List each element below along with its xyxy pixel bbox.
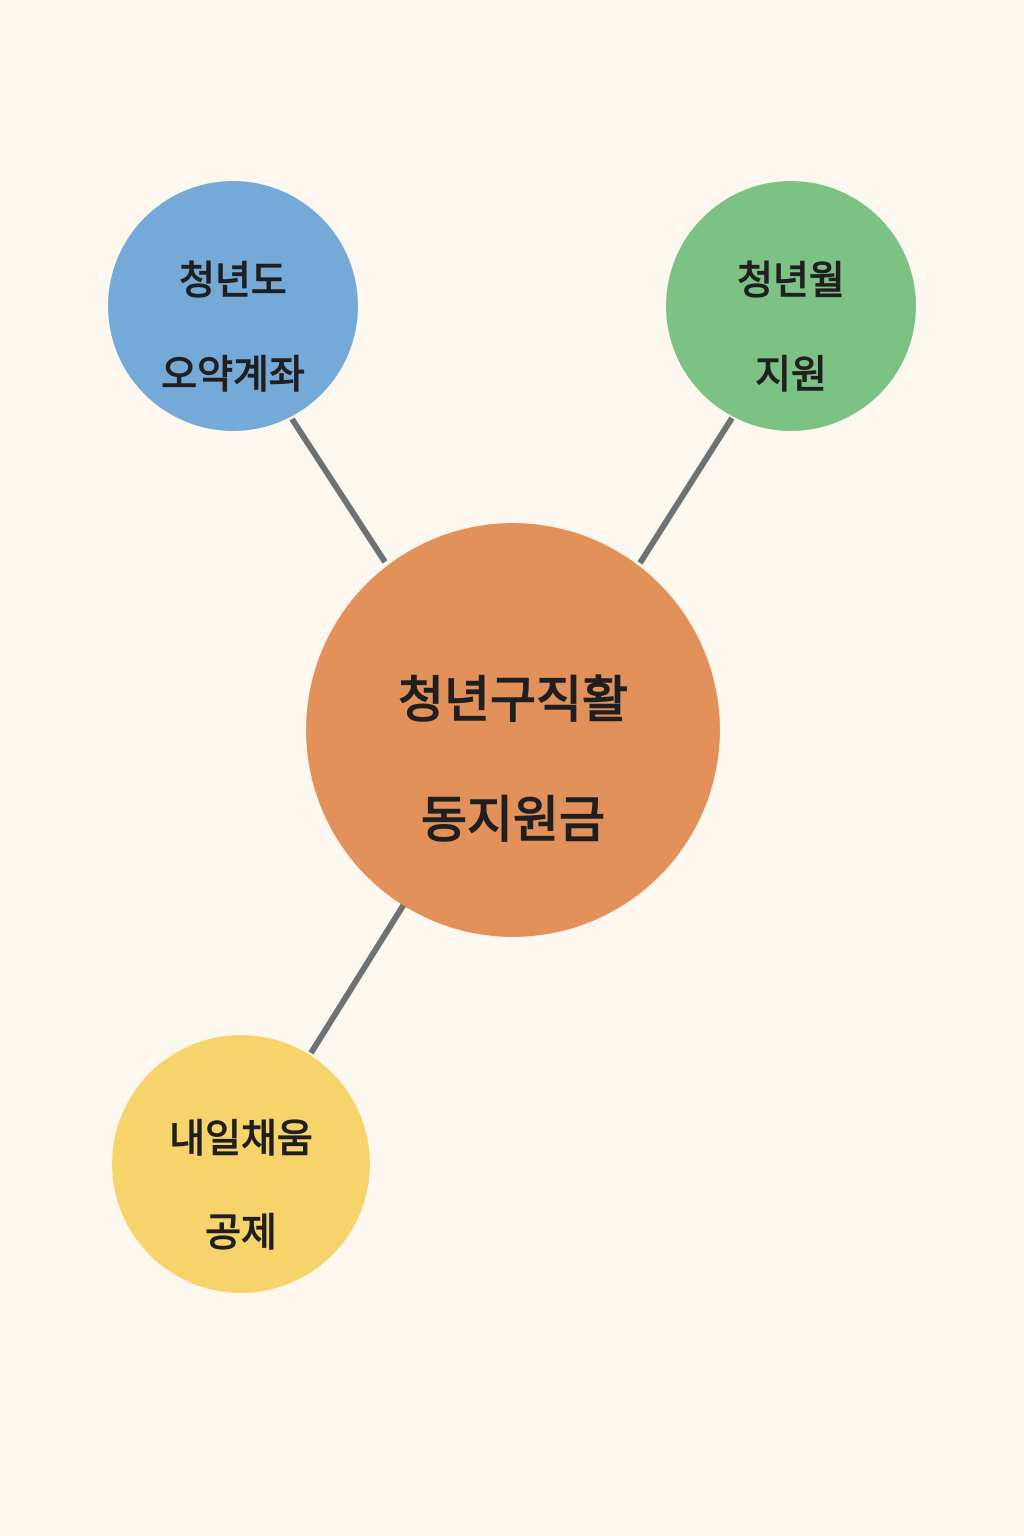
node-top-left-line-2: 오약계좌: [161, 352, 305, 398]
node-top-left-label: 청년도 오약계좌: [161, 212, 305, 399]
node-bottom-left-label: 내일채움 공제: [169, 1070, 313, 1257]
node-bottom-left-line-1: 내일채움: [169, 1117, 313, 1163]
node-top-right-line-2: 지원: [755, 352, 827, 398]
connector-bottom-left: [308, 899, 409, 1055]
node-top-right-label: 청년월 지원: [737, 212, 845, 399]
node-center: 청년구직활 동지원금: [306, 523, 720, 937]
connector-top-left: [289, 417, 388, 564]
node-top-right: 청년월 지원: [666, 181, 916, 431]
node-top-right-line-1: 청년월: [737, 259, 845, 305]
node-top-left-line-1: 청년도: [179, 259, 287, 305]
node-center-label: 청년구직활 동지원금: [398, 610, 628, 850]
node-center-line-1: 청년구직활: [398, 671, 628, 729]
node-center-line-2: 동지원금: [421, 791, 605, 849]
node-bottom-left-line-2: 공제: [205, 1210, 277, 1256]
node-top-left: 청년도 오약계좌: [108, 181, 358, 431]
node-bottom-left: 내일채움 공제: [112, 1035, 370, 1293]
connector-top-right: [637, 416, 735, 565]
